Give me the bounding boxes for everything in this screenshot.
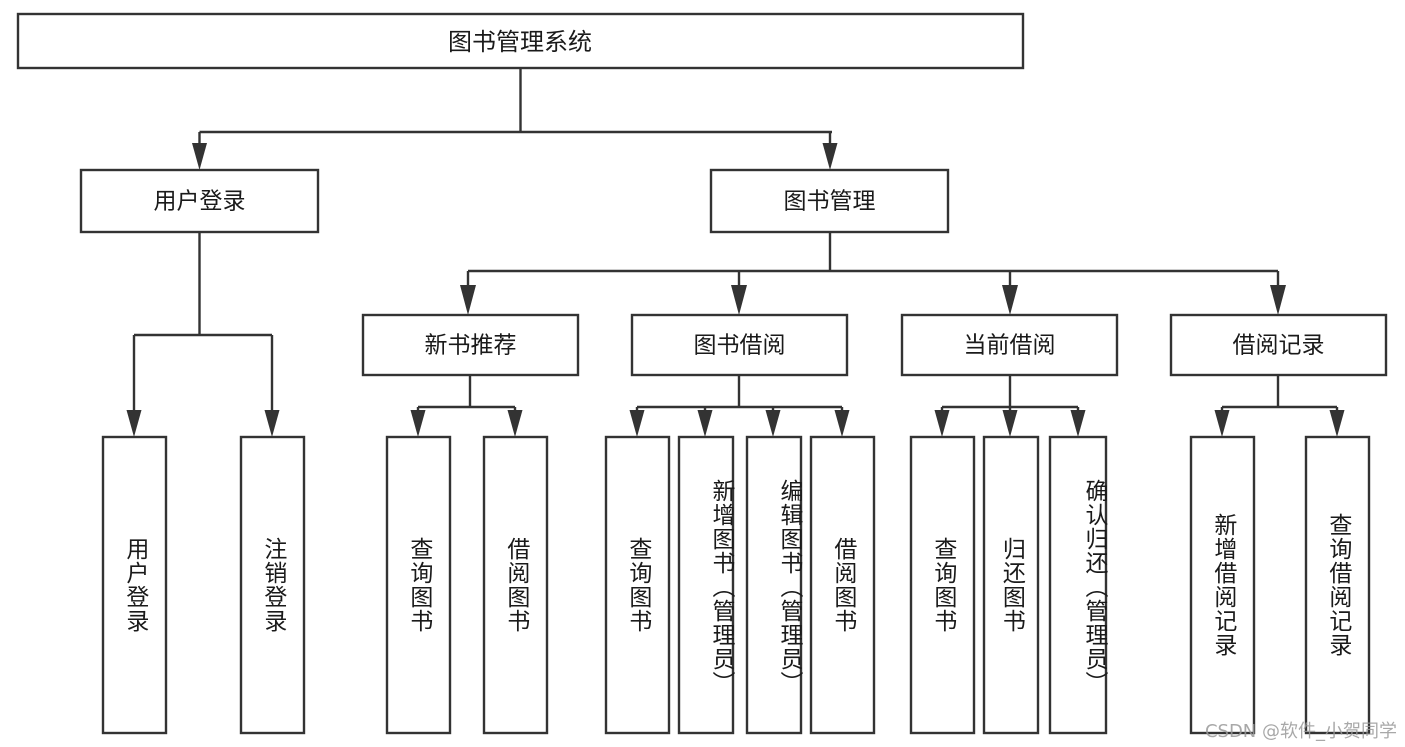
node-current-borrow-box[interactable] (900, 313, 1119, 377)
node-user-login-label: 用户登录 (154, 189, 246, 215)
edge-group-new-book-recommend (410, 375, 523, 437)
leaf-user-login-box[interactable] (101, 435, 168, 735)
node-user-login-box[interactable] (79, 168, 320, 234)
arrow-head-book-manage (822, 143, 838, 170)
leaf-add-record-box[interactable] (1189, 435, 1256, 735)
node-borrow-record[interactable]: 借阅记录 (1169, 313, 1388, 377)
node-book-borrow-box[interactable] (630, 313, 849, 377)
node-root-label: 图书管理系统 (448, 28, 592, 56)
node-new-book-recommend[interactable]: 新书推荐 (361, 313, 580, 377)
leaf-query-book-1-box[interactable] (385, 435, 452, 735)
edge-group-borrow-record (1214, 375, 1345, 437)
node-book-manage-box[interactable] (709, 168, 950, 234)
arrow-head-new-book-recommend (460, 285, 476, 315)
edge-group-book-manage (460, 232, 1286, 315)
leaf-borrow-book-2-box[interactable] (809, 435, 876, 735)
node-root[interactable]: 图书管理系统 (16, 12, 1025, 70)
node-current-borrow[interactable]: 当前借阅 (900, 313, 1119, 377)
arrow-head-leaf-return-book (1002, 410, 1018, 437)
node-book-manage-label: 图书管理 (784, 189, 876, 215)
node-root-box[interactable] (16, 12, 1025, 70)
csdn-watermark: CSDN @软件_小贺同学 (1204, 721, 1397, 742)
edge-group-user-login (126, 232, 280, 437)
node-book-borrow[interactable]: 图书借阅 (630, 313, 849, 377)
edge-group-book-borrow (629, 375, 850, 437)
arrow-head-leaf-confirm-return (1070, 410, 1086, 437)
arrow-head-leaf-logout-login (264, 410, 280, 437)
arrow-head-leaf-add-book (697, 410, 713, 437)
arrow-head-leaf-borrow-book-1 (507, 410, 523, 437)
arrow-head-book-borrow (731, 285, 747, 315)
leaf-query-book-2-box[interactable] (604, 435, 671, 735)
leaf-logout-login-box[interactable] (239, 435, 306, 735)
leaf-query-book-3-box[interactable] (909, 435, 976, 735)
node-user-login[interactable]: 用户登录 (79, 168, 320, 234)
leaf-boxes (101, 435, 1371, 735)
arrow-head-leaf-edit-book (765, 410, 781, 437)
arrow-head-current-borrow (1002, 285, 1018, 315)
leaf-edit-book-box[interactable] (745, 435, 803, 735)
arrow-head-leaf-borrow-book-2 (834, 410, 850, 437)
edge-group-current-borrow (934, 375, 1086, 437)
arrow-head-leaf-user-login (126, 410, 142, 437)
edge-group-root (192, 68, 838, 170)
node-current-borrow-label: 当前借阅 (964, 333, 1056, 359)
node-borrow-record-label: 借阅记录 (1233, 333, 1325, 359)
arrow-head-leaf-query-book-3 (934, 410, 950, 437)
arrow-head-leaf-add-record (1214, 410, 1230, 437)
leaf-add-book-box[interactable] (677, 435, 735, 735)
arrow-head-borrow-record (1270, 285, 1286, 315)
leaf-query-record-box[interactable] (1304, 435, 1371, 735)
leaf-borrow-book-1-box[interactable] (482, 435, 549, 735)
node-new-book-recommend-box[interactable] (361, 313, 580, 377)
node-borrow-record-box[interactable] (1169, 313, 1388, 377)
arrow-head-leaf-query-book-1 (410, 410, 426, 437)
arrow-head-user-login (192, 143, 207, 170)
node-new-book-recommend-label: 新书推荐 (425, 333, 517, 359)
leaf-confirm-return-box[interactable] (1048, 435, 1108, 735)
leaf-return-book-box[interactable] (982, 435, 1040, 735)
arrow-head-leaf-query-record (1329, 410, 1345, 437)
node-book-manage[interactable]: 图书管理 (709, 168, 950, 234)
node-book-borrow-label: 图书借阅 (694, 333, 786, 359)
arrow-head-leaf-query-book-2 (629, 410, 645, 437)
